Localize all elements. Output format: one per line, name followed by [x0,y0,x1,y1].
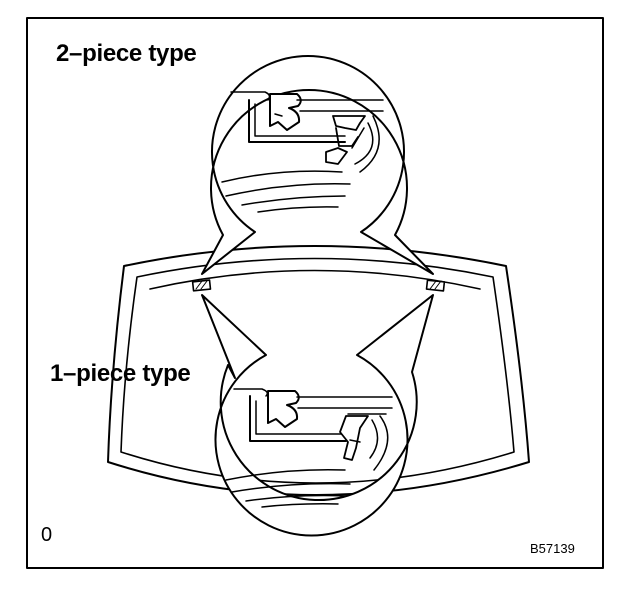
one-piece-callout-lens [201,294,434,537]
two-piece-type-label: 2–piece type [56,40,197,67]
two-piece-molding-detail [221,91,384,213]
windshield-outer-outline [107,245,530,496]
one-piece-molding-detail [225,388,393,508]
figure-code: B57139 [530,541,575,556]
one-piece-type-label: 1–piece type [50,360,191,387]
figure-frame [26,17,604,569]
corner-mark: 0 [41,524,53,546]
windshield-inner-outline [120,257,515,484]
